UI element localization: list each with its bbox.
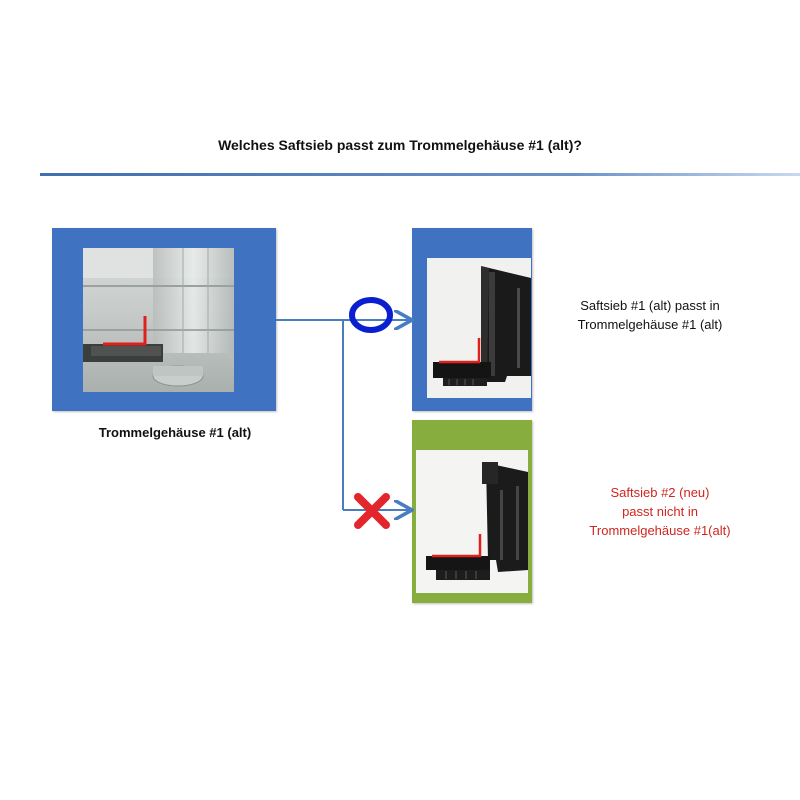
strainer-new-illustration: [416, 450, 528, 593]
match-circle-icon: [349, 297, 393, 333]
mismatch-cross-icon: [354, 493, 390, 529]
strainer-old-photo: [427, 258, 531, 398]
strainer-old-illustration: [427, 258, 531, 398]
page-title: Welches Saftsieb passt zum Trommelgehäus…: [218, 137, 582, 153]
title-divider: [40, 173, 800, 176]
result-panel-mismatch: [412, 420, 532, 603]
drum-housing-illustration: [83, 248, 234, 392]
source-label: Trommelgehäuse #1 (alt): [98, 425, 252, 440]
strainer-new-photo: [416, 450, 528, 593]
drum-housing-photo: [83, 248, 234, 392]
source-panel: [52, 228, 276, 411]
match-caption: Saftsieb #1 (alt) passt in Trommelgehäus…: [577, 298, 723, 332]
result-panel-match: [412, 228, 532, 411]
mismatch-caption: Saftsieb #2 (neu) passt nicht in Trommel…: [589, 485, 731, 538]
